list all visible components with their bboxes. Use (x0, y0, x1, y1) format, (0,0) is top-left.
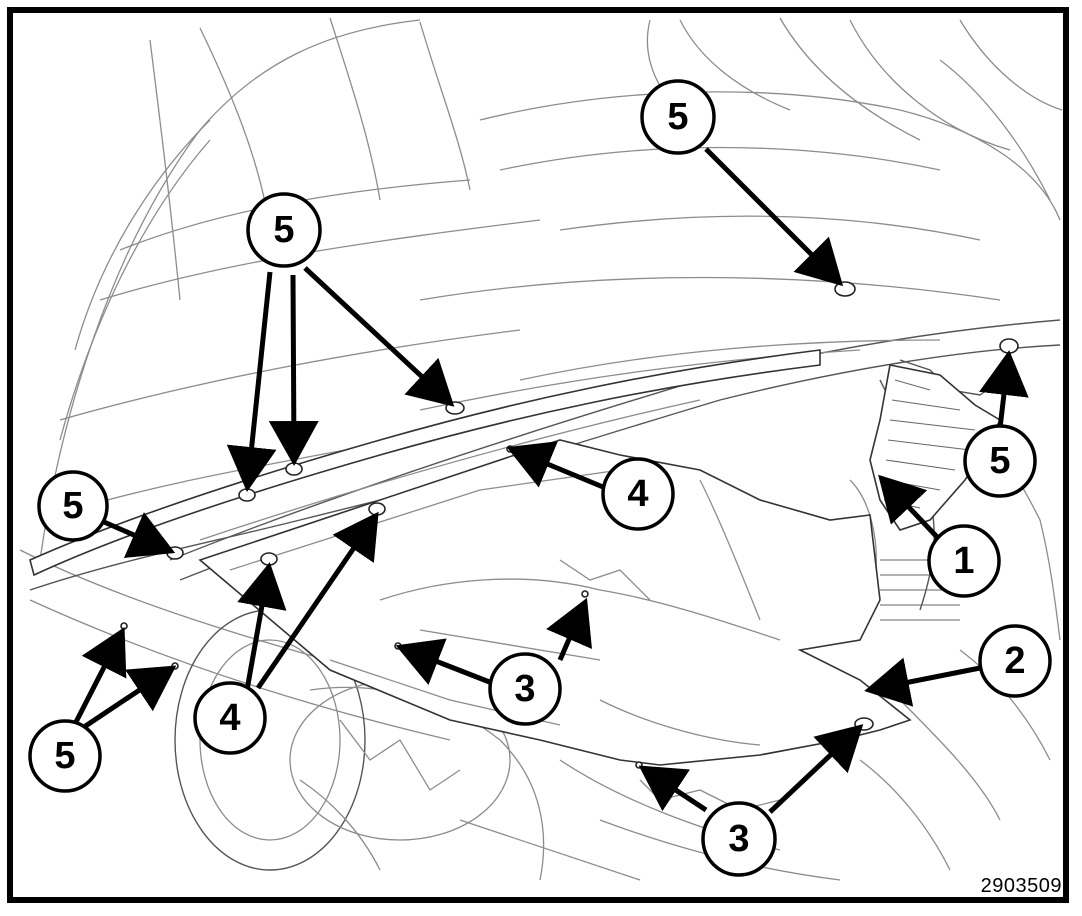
callout-label: 3 (728, 818, 749, 860)
callout-label: 1 (953, 540, 974, 582)
leader-arrow (82, 665, 177, 730)
leader-arrow (103, 512, 176, 558)
leader-arrow (237, 562, 287, 691)
callout-2: 2 (978, 624, 1052, 698)
callout-label: 4 (219, 697, 240, 739)
screw-upper (368, 502, 386, 516)
callout-label: 3 (514, 668, 535, 710)
callout-label: 4 (627, 473, 648, 515)
leader-arrow (226, 271, 277, 492)
leader-arrow (864, 657, 981, 707)
screw-crossmember (506, 445, 514, 453)
push-pin-center (445, 401, 465, 415)
leader-arrow (303, 266, 455, 407)
clip-bottom-a (120, 622, 128, 630)
leader-arrows (73, 147, 1029, 814)
callout-label: 5 (667, 96, 688, 138)
callout-1: 1 (927, 524, 1001, 598)
figure-id: 2903509 (980, 875, 1062, 897)
callout-label: 5 (54, 735, 75, 777)
bolt-left (394, 642, 402, 650)
leader-arrow (878, 474, 940, 540)
leader-arrow (255, 511, 379, 690)
leader-arrow (768, 724, 864, 814)
leader-arrow (268, 274, 319, 466)
callout-label: 5 (273, 209, 294, 251)
leader-arrow (73, 627, 127, 724)
leader-arrow (979, 350, 1029, 429)
callout-3-bottom: 3 (701, 801, 777, 877)
callout-4-right: 4 (601, 457, 675, 531)
push-pin-left-a (238, 488, 256, 502)
callout-5-top-right: 5 (640, 79, 716, 155)
callout-label: 2 (1004, 640, 1025, 682)
callouts: 5 5 5 5 5 4 4 1 (28, 79, 1052, 877)
bolt-lower-center (635, 761, 643, 769)
push-pin-top-right (834, 281, 856, 297)
callout-5-upper-left: 5 (246, 192, 322, 268)
callout-3-center: 3 (488, 652, 562, 726)
callout-5-left: 5 (37, 470, 109, 542)
callout-label: 5 (989, 440, 1010, 482)
bolt-right (581, 590, 589, 598)
push-pin-left-b (285, 462, 303, 476)
screw-lower (260, 552, 278, 566)
callout-5-bottom-left: 5 (28, 719, 102, 793)
callout-4-left: 4 (193, 681, 267, 755)
callout-5-right: 5 (963, 424, 1037, 498)
callout-label: 5 (62, 485, 83, 527)
bolt-lower-right (854, 717, 874, 731)
leader-arrow (638, 765, 708, 813)
push-pin-far-left (166, 546, 184, 560)
splash-shield (198, 439, 912, 766)
leader-arrow (546, 597, 593, 661)
clip-bottom-b (171, 662, 179, 670)
leader-arrow (506, 441, 604, 490)
vehicle-line-art (19, 17, 1063, 881)
leader-arrow (395, 638, 493, 686)
push-pin-far-right (999, 338, 1019, 354)
leader-arrow (704, 147, 844, 287)
